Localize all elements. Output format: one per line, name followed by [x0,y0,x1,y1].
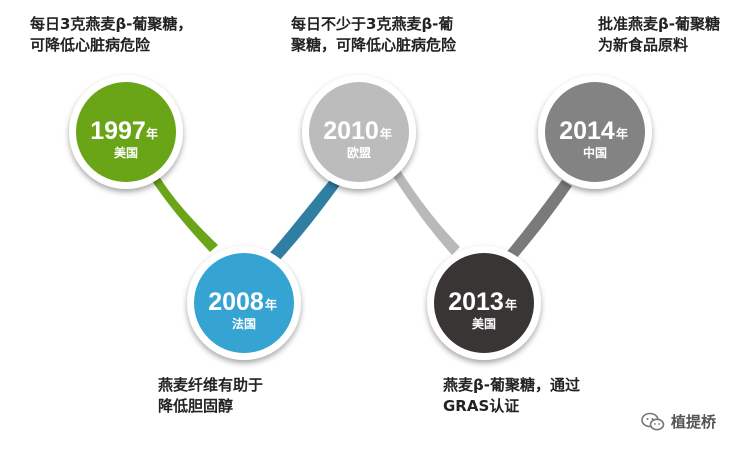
milestone-2008: 2008 年 法国 [187,246,301,360]
note-1997: 每日3克燕麦β-葡聚糖， 可降低心脏病危险 [30,15,193,54]
year-suffix: 年 [146,126,158,141]
circle-fill [545,82,645,182]
circle-fill [309,82,409,182]
milestone-2010: 2010 年 欧盟 [302,75,416,189]
circle-fill [434,253,534,353]
connector-2010-2013 [392,170,460,255]
milestone-1997: 1997 年 美国 [69,75,183,189]
connectors [148,170,572,266]
circle-fill [76,82,176,182]
connector-2014-2013 [500,180,572,266]
year-suffix: 年 [505,297,517,312]
note-2014: 批准燕麦β-葡聚糖 为新食品原料 [598,15,720,54]
region-label: 中国 [583,145,607,160]
year-label: 2010 [323,117,379,145]
year-suffix: 年 [616,126,628,141]
watermark: 植提桥 [641,411,716,432]
connector-2010-2008 [268,180,340,262]
connector-1997-2008 [148,170,218,252]
milestone-2014: 2014 年 中国 [538,75,652,189]
note-2010: 每日不少于3克燕麦β-葡 聚糖，可降低心脏病危险 [291,15,457,54]
note-2013: 燕麦β-葡聚糖，通过 GRAS认证 [443,376,580,415]
region-label: 美国 [472,316,496,331]
year-suffix: 年 [265,297,277,312]
year-suffix: 年 [380,126,392,141]
year-label: 2013 [448,288,504,316]
note-2008: 燕麦纤维有助于 降低胆固醇 [158,376,264,415]
year-label: 2014 [559,117,615,145]
circle-fill [194,253,294,353]
region-label: 法国 [232,316,256,331]
year-label: 2008 [208,288,264,316]
milestone-2013: 2013 年 美国 [427,246,541,360]
region-label: 欧盟 [347,145,371,160]
year-label: 1997 [90,117,146,145]
region-label: 美国 [114,145,138,160]
wechat-icon [641,412,665,430]
watermark-text: 植提桥 [671,413,717,431]
